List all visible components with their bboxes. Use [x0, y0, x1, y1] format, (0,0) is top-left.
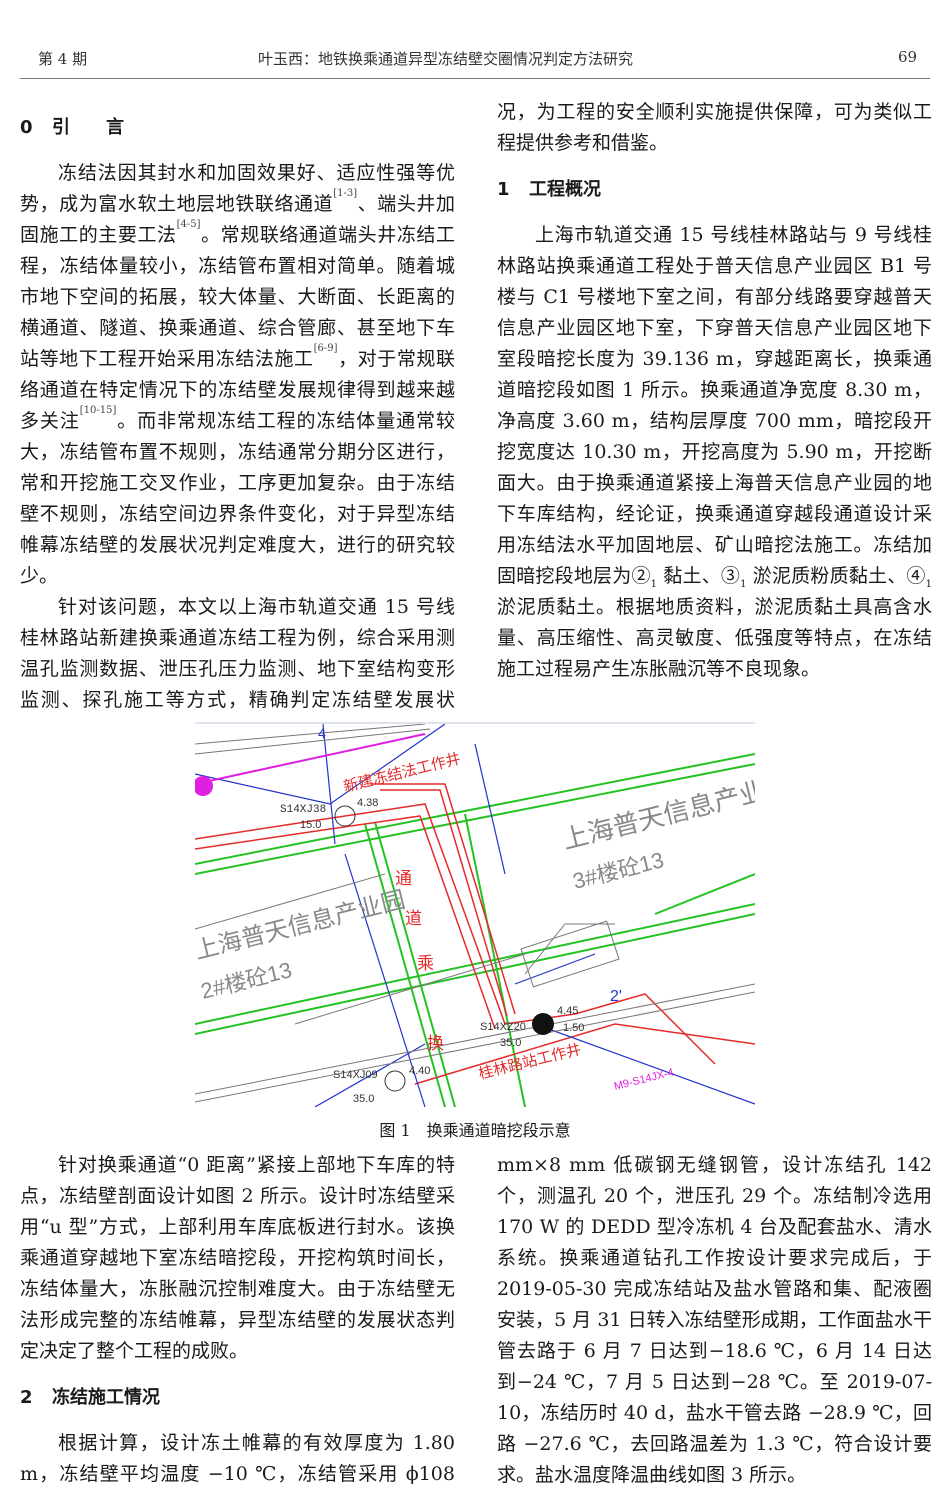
intro-paragraph-2-cont: 况，为工程的安全顺利实施提供保障，可为类似工程提供参考和借鉴。 [497, 101, 932, 154]
header-page-number: 69 [898, 48, 918, 66]
citation: [4-5] [176, 219, 201, 230]
label-channel-char: 道 [405, 909, 422, 928]
label-s14xj38-a: 4.38 [357, 797, 378, 809]
freezing-paragraph-1: 根据计算，设计冻土帷幕的有效厚度为 1.80 m，冻结壁平均温度 −10 ℃，冻… [20, 1432, 455, 1485]
label-bldg-3: 3#楼砼13 [570, 847, 666, 894]
green-structure-lines [194, 753, 756, 1108]
label-axis-2: 2' [610, 988, 622, 1005]
intro-paragraph-1: 冻结法因其封水和加固效果好、适应性强等优势，成为富水软土地层地铁联络通道[1-3… [20, 162, 455, 587]
label-new-well: 新建冻结法工作井 [342, 749, 463, 795]
label-axis-4: 4 [318, 725, 326, 741]
left-column-bottom: 针对换乘通道“0 距离”紧接上部地下车库的特点，冻结壁剖面设计如图 2 所示。设… [20, 1150, 455, 1490]
label-s14xz20-c: 35.0 [500, 1037, 521, 1049]
right-column-bottom: mm×8 mm 低碳钢无缝钢管，设计冻结孔 142 个，测温孔 20 个，泄压孔… [497, 1150, 932, 1491]
blue-axis-lines [194, 723, 756, 1108]
red-structure-lines [194, 783, 756, 1085]
label-m9-s14jx-4: M9-S14JX-4 [613, 1066, 675, 1092]
figure-1-plan-drawing: 4 新建冻结法工作井 S14XJ38 15.0 4.38 上海普天信息产业园 3… [192, 722, 794, 1108]
label-s14xj09: S14XJ09 [333, 1069, 378, 1081]
survey-point-filled-icon [532, 1013, 554, 1035]
label-s14xj38-b: 15.0 [300, 819, 321, 831]
figure-1-caption: 图 1 换乘通道暗挖段示意 [379, 1121, 571, 1140]
citation: [1-3] [333, 188, 358, 199]
freezing-paragraph-1-cont: mm×8 mm 低碳钢无缝钢管，设计冻结孔 142 个，测温孔 20 个，泄压孔… [497, 1154, 932, 1486]
magenta-point-marker [193, 776, 213, 796]
label-s14xz20: S14XZ20 [480, 1021, 526, 1033]
label-channel-char: 换 [427, 1034, 444, 1053]
label-s14xz20-b: 1.50 [563, 1022, 584, 1034]
intro-paragraph-2: 针对该问题，本文以上海市轨道交通 15 号线桂林路站新建换乘通道冻结工程为例，综… [20, 596, 455, 711]
label-s14xj09-b: 35.0 [353, 1093, 374, 1105]
label-guilin-well: 桂林路站工作井 [477, 1041, 583, 1083]
header-rule [20, 78, 930, 79]
survey-point-icon [334, 805, 356, 827]
overview-paragraph-1: 上海市轨道交通 15 号线桂林路站与 9 号线桂林路站换乘通道工程处于普天信息产… [497, 224, 932, 680]
label-s14xj09-a: 4.40 [409, 1065, 430, 1077]
citation: [6-9] [313, 343, 338, 354]
gray-lines [194, 723, 756, 1103]
header-issue: 第 4 期 [38, 50, 88, 68]
label-s14xz20-a: 4.45 [557, 1005, 578, 1017]
label-channel-char: 通 [395, 869, 412, 888]
survey-point-icon [384, 1070, 406, 1092]
label-channel-char: 乘 [417, 954, 434, 973]
label-bldg-2: 2#楼砼13 [198, 957, 294, 1004]
label-park-3: 上海普天信息产业园 [559, 769, 755, 855]
magenta-line [194, 733, 426, 785]
citation: [10-15] [79, 405, 117, 416]
overview-paragraph-2: 针对换乘通道“0 距离”紧接上部地下车库的特点，冻结壁剖面设计如图 2 所示。设… [20, 1154, 455, 1362]
header-title: 叶玉西：地铁换乘通道异型冻结壁交圈情况判定方法研究 [258, 50, 634, 68]
label-s14xj38: S14XJ38 [280, 804, 326, 816]
